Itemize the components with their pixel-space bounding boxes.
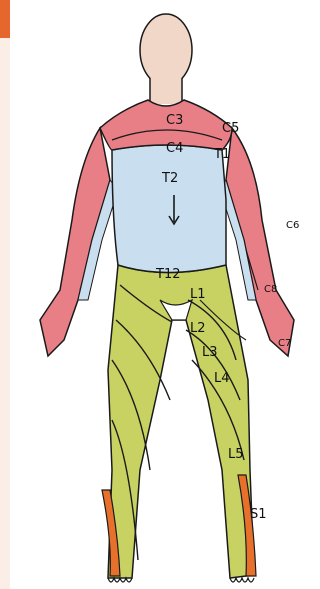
label-c3: C3 — [166, 113, 183, 128]
label-l3: L3 — [202, 345, 218, 360]
legs-lumbar-region — [102, 265, 256, 582]
torso-thoracic-region — [112, 145, 226, 273]
label-c6: C6 — [286, 220, 299, 231]
label-c7: C7 — [278, 338, 291, 349]
label-s1: S1 — [250, 507, 267, 522]
label-l1: L1 — [190, 287, 206, 302]
label-t2: T2 — [161, 171, 178, 186]
label-t12: T12 — [155, 267, 180, 282]
label-l2: L2 — [190, 321, 206, 336]
label-c8: C8 — [264, 284, 277, 295]
label-l4: L4 — [214, 371, 230, 386]
label-l5: L5 — [228, 447, 244, 462]
label-t1: T1 — [213, 147, 230, 162]
head — [140, 14, 192, 104]
label-c5: C5 — [222, 121, 239, 136]
label-c4: C4 — [166, 141, 183, 156]
